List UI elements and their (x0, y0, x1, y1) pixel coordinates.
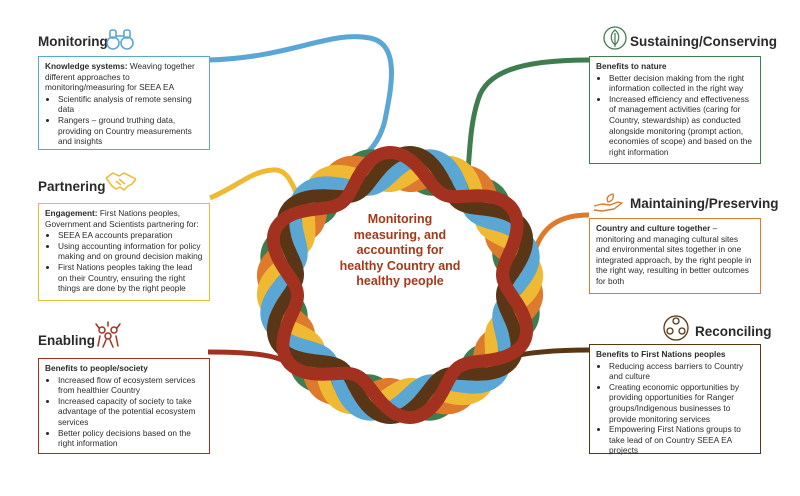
list-item: Reducing access barriers to Country and … (609, 361, 754, 382)
enabling-lead: Benefits to people/society (45, 363, 148, 373)
monitoring-lead-text: Weaving together different approaches to… (45, 61, 195, 93)
list-item: Increased flow of ecosystem services fro… (58, 375, 203, 396)
sustaining-lead: Benefits to nature (596, 61, 667, 71)
monitoring-box: Knowledge systems: Weaving together diff… (38, 56, 210, 150)
maintaining-heading: Maintaining/Preserving (630, 196, 779, 211)
list-item: Scientific analysis of remote sensing da… (58, 94, 203, 115)
ribbon-yellow (256, 155, 544, 415)
list-item: Empowering First Nations groups to take … (609, 424, 754, 456)
maintaining-lead: Country and culture together (596, 223, 711, 233)
community-circle-icon (663, 315, 689, 341)
center-line: measuring, and (353, 227, 447, 242)
connector-monitoring (207, 34, 395, 173)
handshake-icon (105, 172, 137, 191)
binoculars-icon (106, 29, 134, 50)
maintaining-lead-text: – monitoring and managing cultural sites… (596, 223, 752, 286)
sustaining-heading: Sustaining/Conserving (630, 34, 778, 49)
list-item: Rangers – ground truthing data, providin… (58, 115, 203, 147)
center-line: healthy Country and (339, 258, 461, 273)
hand-leaf-icon (593, 193, 623, 212)
braided-ring (256, 146, 544, 424)
reconciling-box: Benefits to First Nations peoples Reduci… (589, 344, 761, 456)
list-item: Better policy decisions based on the rig… (58, 428, 203, 449)
connector-sustaining (465, 57, 590, 171)
leaf-icon (603, 26, 627, 50)
partnering-heading: Partnering (38, 179, 106, 194)
list-item: Increased capacity of society to take ad… (58, 396, 203, 428)
monitoring-lead: Knowledge systems: (45, 61, 128, 71)
connector-partnering (209, 167, 303, 202)
list-item: Creating economic opportunities by provi… (609, 382, 754, 424)
list-item: Using accounting information for policy … (58, 241, 203, 262)
enabling-box: Benefits to people/society Increased flo… (38, 358, 210, 454)
enabling-heading: Enabling (38, 333, 95, 348)
partnering-lead: Engagement: (45, 208, 98, 218)
reconciling-lead: Benefits to First Nations peoples (596, 349, 726, 359)
center-line: healthy people (356, 274, 444, 288)
people-celebrating-icon (95, 321, 121, 348)
partnering-box: Engagement: First Nations peoples, Gover… (38, 203, 210, 301)
monitoring-heading: Monitoring (38, 34, 108, 49)
center-line: Monitoring (367, 212, 433, 226)
center-line: accounting for (356, 243, 444, 257)
sustaining-box: Benefits to nature Better decision makin… (589, 56, 761, 164)
partnering-lead-text: First Nations peoples, Government and Sc… (45, 208, 199, 229)
list-item: SEEA EA accounts preparation (58, 230, 203, 241)
reconciling-heading: Reconciling (695, 324, 772, 339)
maintaining-box: Country and culture together – monitorin… (589, 218, 761, 294)
list-item: Better decision making from the right in… (609, 73, 754, 94)
ribbon-blue (260, 149, 540, 421)
center-title: Monitoring measuring, and accounting for… (315, 212, 485, 290)
list-item: Increased efficiency and effectiveness o… (609, 94, 754, 158)
list-item: First Nations peoples taking the lead on… (58, 262, 203, 294)
ribbon-red (266, 146, 534, 424)
